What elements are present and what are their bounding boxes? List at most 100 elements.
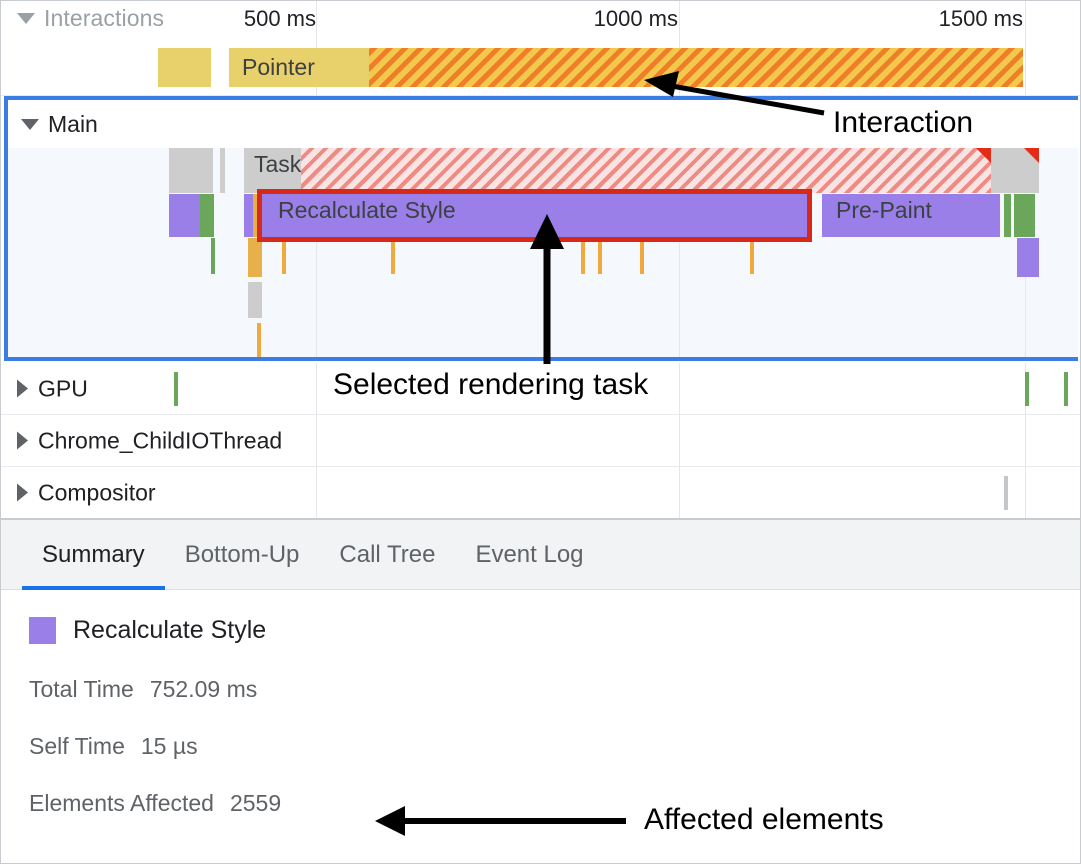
summary-title-row: Recalculate Style (29, 616, 1052, 645)
flame-event-orange-tick[interactable] (282, 238, 286, 274)
tab-summary[interactable]: Summary (22, 520, 165, 590)
flame-event-gray-row3[interactable] (248, 282, 262, 318)
long-task-warning-icon (976, 148, 991, 163)
gridline-500 (316, 363, 317, 415)
compositor-marker[interactable] (1004, 476, 1008, 510)
gridline-1000 (679, 363, 680, 415)
track-label-compositor: Compositor (38, 479, 156, 505)
flame-event-pre-paint[interactable]: Pre-Paint (822, 194, 1000, 237)
flame-event-task[interactable]: Task (244, 148, 301, 193)
tab-label: Bottom-Up (184, 540, 300, 568)
flame-chart-main[interactable]: Task Recalculate Style Pre-Paint (8, 148, 1078, 357)
flame-event-label: Recalculate Style (278, 197, 456, 223)
details-tabbar[interactable]: Summary Bottom-Up Call Tree Event Log (1, 520, 1080, 590)
flame-event-orange-row4[interactable] (257, 323, 261, 357)
tab-label: Event Log (475, 540, 584, 568)
ruler-tick-1500ms: 1500 ms (938, 6, 1023, 31)
ruler-gridline-500 (316, 1, 317, 39)
interaction-event-label: Pointer (242, 54, 315, 80)
track-chrome-childiothread[interactable]: Chrome_ChildIOThread (1, 415, 1080, 467)
flame-event-task-gray[interactable] (169, 148, 213, 193)
flame-event-orange-tick[interactable] (640, 238, 644, 274)
flame-event-task-thin[interactable] (220, 148, 225, 193)
ruler-tick-1000ms: 1000 ms (593, 6, 678, 31)
event-color-swatch (29, 617, 56, 644)
summary-content: Recalculate Style Total Time 752.09 ms S… (1, 590, 1080, 817)
flame-event-recalculate-style-left[interactable] (169, 194, 200, 237)
triangle-right-icon[interactable] (17, 379, 28, 398)
flame-event-layout-left[interactable] (200, 194, 214, 237)
summary-key: Elements Affected (29, 790, 214, 816)
flame-event-recalculate-style-selected[interactable]: Recalculate Style (260, 194, 809, 237)
summary-row-total-time: Total Time 752.09 ms (29, 676, 1052, 703)
gridline-500 (316, 148, 317, 357)
track-label-gpu: GPU (38, 375, 88, 401)
gpu-marker[interactable] (1025, 372, 1029, 406)
summary-row-elements-affected: Elements Affected 2559 (29, 790, 1052, 817)
gridline-500 (316, 467, 317, 518)
long-task-warning-icon (1024, 148, 1039, 163)
interaction-hatched-range[interactable] (369, 48, 1023, 87)
gridline-1500 (1025, 467, 1026, 518)
track-header-chrome-childiothread[interactable]: Chrome_ChildIOThread (17, 427, 282, 454)
track-header-main[interactable]: Main (8, 100, 98, 148)
flame-event-recalc-sliver[interactable] (244, 194, 253, 237)
summary-value: 15 µs (140, 733, 198, 759)
tab-label: Call Tree (339, 540, 436, 568)
flame-event-orange-tick[interactable] (750, 238, 754, 274)
flame-event-orange-block[interactable] (248, 238, 262, 277)
flame-event-green-tick[interactable] (211, 238, 215, 274)
annotation-label-selected-rendering-task: Selected rendering task (333, 368, 649, 401)
triangle-right-icon[interactable] (17, 483, 28, 502)
ruler-gridline-1500 (1025, 1, 1026, 39)
gridline-1000 (679, 467, 680, 518)
gpu-marker[interactable] (1064, 372, 1068, 406)
ruler-tick-500ms: 500 ms (243, 6, 316, 31)
flame-event-long-task-hatched[interactable] (301, 148, 991, 193)
summary-row-self-time: Self Time 15 µs (29, 733, 1052, 760)
summary-value: 752.09 ms (149, 676, 258, 702)
summary-key: Self Time (29, 733, 125, 759)
track-header-gpu[interactable]: GPU (17, 375, 88, 402)
annotation-label-affected-elements: Affected elements (644, 803, 884, 836)
tab-call-tree[interactable]: Call Tree (319, 520, 455, 590)
triangle-right-icon[interactable] (17, 431, 28, 450)
track-gpu[interactable]: GPU (1, 363, 1080, 415)
flame-event-purple-right[interactable] (1017, 238, 1039, 277)
flame-event-paint-sliver[interactable] (253, 194, 260, 237)
ruler-gridline-1000 (679, 1, 680, 39)
summary-event-name: Recalculate Style (73, 616, 267, 644)
gridline-1000 (679, 415, 680, 467)
track-body-interactions[interactable]: Pointer (1, 39, 1080, 96)
summary-value: 2559 (229, 790, 282, 816)
track-label-chrome-childiothread: Chrome_ChildIOThread (38, 427, 283, 453)
interaction-block[interactable] (158, 48, 211, 87)
gridline-1500 (1025, 39, 1026, 96)
gpu-marker[interactable] (174, 372, 178, 406)
gridline-1500 (1025, 415, 1026, 467)
flame-event-label: Pre-Paint (836, 197, 932, 223)
gridline-500 (316, 415, 317, 467)
track-compositor[interactable]: Compositor (1, 467, 1080, 518)
flame-event-label: Task (254, 151, 302, 177)
triangle-down-icon[interactable] (17, 13, 35, 24)
interaction-event-pointer[interactable]: Pointer (229, 48, 369, 87)
track-header-interactions[interactable]: Interactions (1, 5, 164, 32)
triangle-down-icon[interactable] (21, 118, 39, 130)
track-header-compositor[interactable]: Compositor (17, 479, 156, 506)
tab-label: Summary (42, 540, 145, 568)
flame-event-task-right[interactable] (991, 148, 1039, 193)
flame-event-orange-tick[interactable] (598, 238, 602, 274)
tab-bottom-up[interactable]: Bottom-Up (165, 520, 320, 590)
track-label-interactions: Interactions (44, 5, 165, 31)
flame-event-orange-tick[interactable] (581, 238, 585, 274)
tab-event-log[interactable]: Event Log (455, 520, 603, 590)
annotation-label-interaction: Interaction (833, 106, 974, 139)
flame-event-layout-right-1[interactable] (1004, 194, 1011, 237)
flame-event-orange-tick[interactable] (391, 238, 395, 274)
timeline-ruler[interactable]: 500 ms 1000 ms 1500 ms (1, 1, 1080, 39)
flame-event-layout-right-2[interactable] (1014, 194, 1035, 237)
track-label-main: Main (48, 110, 98, 137)
details-panel: Summary Bottom-Up Call Tree Event Log Re… (1, 518, 1080, 863)
